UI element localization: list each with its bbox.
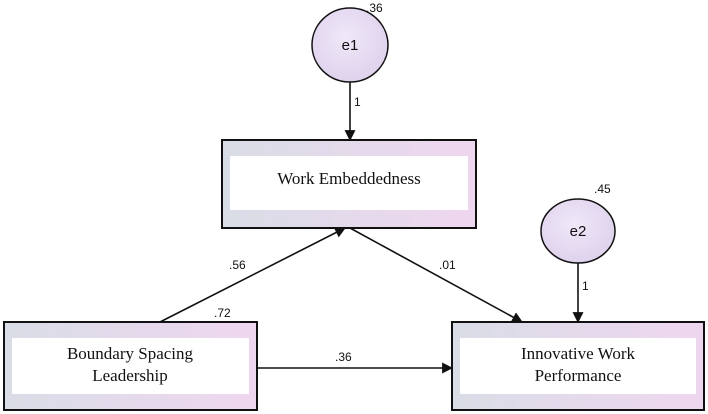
e1-loading: 1: [354, 95, 361, 109]
bsl-label-line1: Boundary Spacing: [67, 344, 194, 363]
box-innovative-work-performance: Innovative Work Performance: [451, 321, 705, 411]
e1-label: e1: [342, 37, 359, 54]
iwp-label-line2: Performance: [535, 366, 622, 385]
box-boundary-spacing-leadership: Boundary Spacing Leadership: [3, 321, 258, 411]
error-e2: e2: [540, 198, 616, 264]
arrow-bsl-to-we: [159, 227, 346, 323]
iwp-label-line1: Innovative Work: [521, 344, 635, 363]
e1-variance: .36: [366, 1, 383, 15]
work-embeddedness-label: Work Embeddedness: [277, 169, 421, 188]
coef-we-to-iwp: .01: [439, 258, 456, 272]
bsl-label-line2: Leadership: [92, 366, 168, 385]
coef-bsl-to-we: .56: [229, 258, 246, 272]
box-work-embeddedness: Work Embeddedness: [221, 139, 477, 229]
e2-loading: 1: [582, 279, 589, 293]
e2-label: e2: [570, 223, 587, 240]
bsl-variance: .72: [214, 306, 231, 320]
arrow-we-to-iwp: [349, 227, 523, 323]
e2-variance: .45: [594, 182, 611, 196]
error-e1: e1: [311, 7, 389, 83]
coef-bsl-to-iwp: .36: [335, 350, 352, 364]
